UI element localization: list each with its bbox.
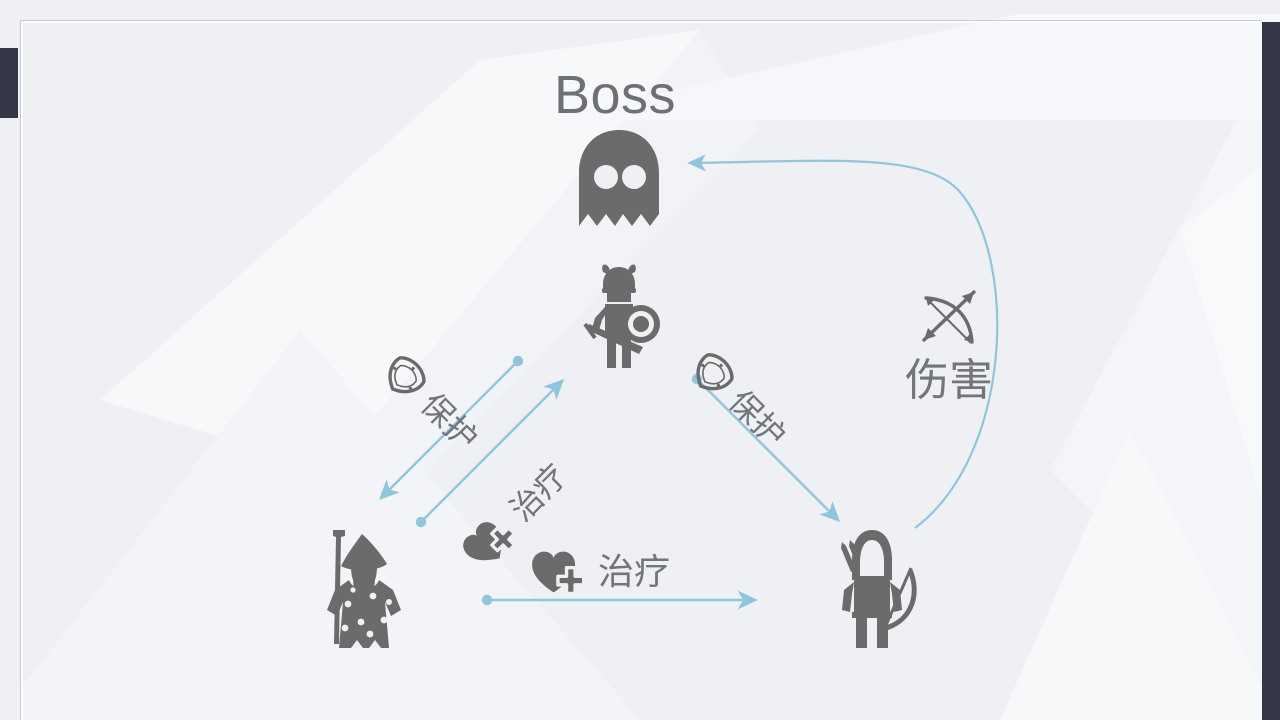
edge-protect-left — [378, 355, 524, 501]
top-strip — [0, 0, 1280, 14]
edge-damage-curve — [687, 154, 999, 529]
archer-dps[interactable] — [820, 524, 924, 652]
edge-label-heal-diagonal: 治疗 — [455, 454, 577, 576]
edge-label-protect-right: 保护 — [684, 345, 794, 455]
warrior-tank[interactable] — [573, 262, 669, 372]
wizard-icon — [327, 530, 401, 648]
ghost-icon — [579, 130, 659, 226]
edge-label-text: 治疗 — [598, 551, 671, 592]
edge-heal-diagonal — [415, 378, 565, 528]
bow-arrow-icon — [922, 290, 976, 344]
wizard-healer[interactable] — [307, 524, 417, 654]
edge-label-protect-left: 保护 — [376, 348, 486, 458]
boss-title: Boss — [553, 65, 677, 125]
heart-plus-icon — [532, 551, 586, 596]
boss-ghost[interactable] — [574, 128, 664, 228]
shield-icon — [696, 353, 734, 391]
slide-frame — [20, 20, 1260, 720]
slide-frame-highlight — [21, 21, 1260, 720]
shield-icon — [388, 356, 426, 394]
edge-label-text: 伤害 — [905, 356, 993, 405]
archer-icon — [841, 530, 917, 648]
heart-plus-icon — [463, 522, 516, 561]
edge-label-heal-horizontal: 治疗 — [530, 548, 670, 596]
left-accent-tab — [0, 48, 18, 118]
edge-label-damage: 伤害 — [884, 288, 1014, 403]
right-accent-bar — [1262, 22, 1280, 720]
warrior-icon — [583, 264, 660, 368]
edge-heal-horizontal — [481, 590, 758, 610]
